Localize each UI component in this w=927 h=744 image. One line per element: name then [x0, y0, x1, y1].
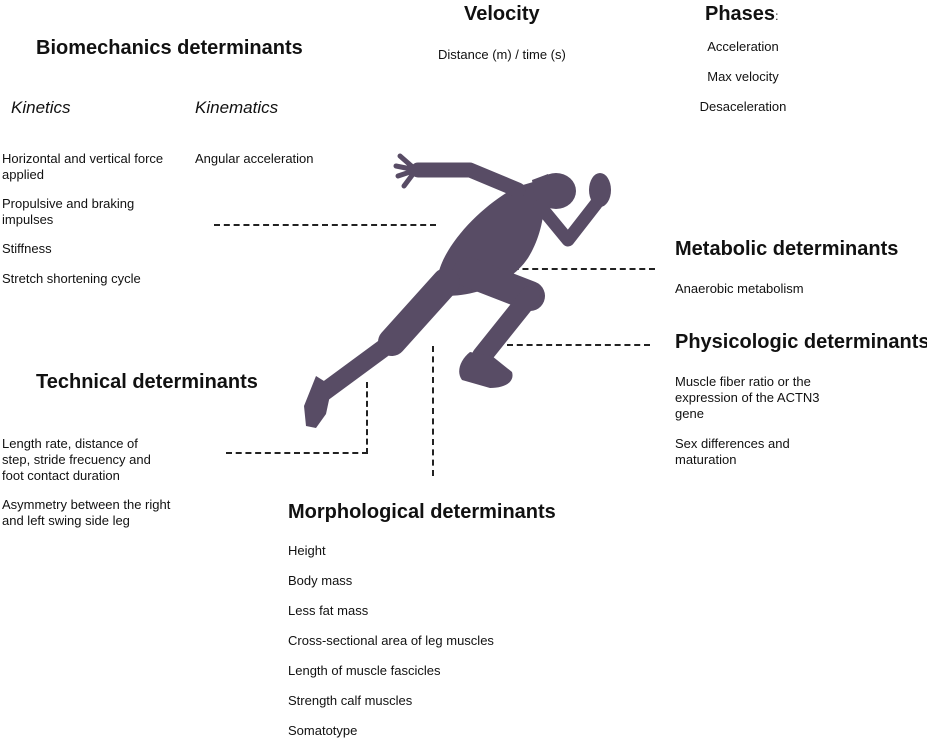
- sprinter-silhouette-icon: [304, 153, 611, 428]
- technical-item: Length rate, distance of step, stride fr…: [2, 436, 151, 483]
- connector-biomechanics: [214, 224, 436, 226]
- phases-title-text: Phases: [705, 3, 776, 25]
- kinetics-item: Propulsive and braking impulses: [2, 196, 135, 227]
- phase-item: Max velocity: [707, 69, 779, 84]
- connector-physiologic: [507, 344, 650, 346]
- physiologic-item: Muscle fiber ratio or the expression of …: [675, 374, 820, 421]
- phases-colon: :: [775, 9, 779, 23]
- morphological-item: Cross-sectional area of leg muscles: [288, 633, 494, 648]
- kinetics-item: Stiffness: [2, 241, 52, 256]
- metabolic-title: Metabolic determinants: [675, 238, 899, 260]
- morphological-item: Somatotype: [288, 723, 358, 738]
- phase-item: Desaceleration: [699, 99, 787, 114]
- phases-title: Phases:: [705, 2, 778, 28]
- connector-technical-horizontal: [226, 452, 368, 454]
- velocity-title: Velocity: [464, 3, 540, 25]
- biomechanics-title: Biomechanics determinants: [36, 37, 303, 59]
- morphological-item: Less fat mass: [288, 603, 369, 618]
- technical-item: Asymmetry between the right and left swi…: [2, 497, 171, 528]
- physiologic-title: Physicologic determinants: [675, 331, 927, 353]
- kinetics-title: Kinetics: [11, 98, 71, 117]
- morphological-list: Height Body mass Less fat mass Cross-sec…: [288, 543, 494, 739]
- kinetics-item: Stretch shortening cycle: [2, 271, 141, 286]
- morphological-title: Morphological determinants: [288, 501, 556, 523]
- morphological-item: Height: [288, 543, 326, 558]
- morphological-item: Strength calf muscles: [288, 693, 413, 708]
- physiologic-item: Sex differences and maturation: [675, 436, 790, 467]
- morphological-item: Body mass: [288, 573, 353, 588]
- kinematics-title: Kinematics: [195, 98, 279, 117]
- technical-title: Technical determinants: [36, 371, 258, 393]
- connector-metabolic: [503, 268, 655, 270]
- connector-morphological: [432, 346, 434, 476]
- kinematics-item: Angular acceleration: [195, 151, 314, 166]
- connector-technical-vertical: [366, 382, 368, 454]
- morphological-item: Length of muscle fascicles: [288, 663, 441, 678]
- phases-list: Acceleration Max velocity Desaceleration: [698, 39, 788, 115]
- kinetics-item: Horizontal and vertical force applied: [2, 151, 164, 182]
- velocity-formula: Distance (m) / time (s): [438, 47, 566, 62]
- metabolic-item: Anaerobic metabolism: [675, 281, 804, 296]
- phase-item: Acceleration: [707, 39, 779, 54]
